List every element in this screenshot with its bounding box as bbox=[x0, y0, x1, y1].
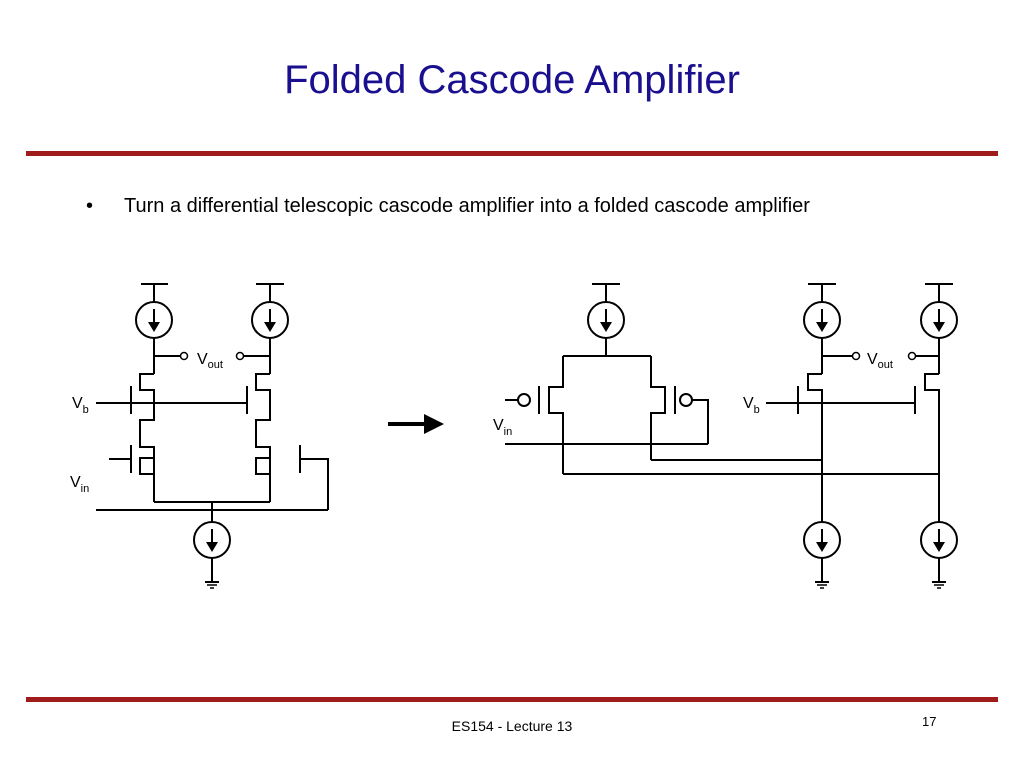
telescopic-cascode-circuit bbox=[96, 283, 329, 582]
bottom-divider bbox=[26, 697, 998, 702]
top-divider bbox=[26, 151, 998, 156]
vb-label-folded: Vb bbox=[743, 395, 760, 416]
vout-node-right bbox=[235, 351, 245, 361]
vin-label: Vin bbox=[70, 474, 89, 495]
vin-label-folded: Vin bbox=[493, 417, 512, 438]
arrow-icon bbox=[388, 414, 444, 434]
vout-label-folded: Vout bbox=[867, 351, 893, 371]
slide-title: Folded Cascode Amplifier bbox=[284, 58, 740, 102]
bullet-dot: • bbox=[86, 195, 94, 217]
vout-label: Vout bbox=[197, 351, 223, 371]
folded-cascode-circuit bbox=[505, 283, 953, 582]
vb-label: Vb bbox=[72, 395, 89, 416]
page-number: 17 bbox=[922, 714, 937, 729]
footer-text: ES154 - Lecture 13 bbox=[451, 718, 573, 734]
bullet-item: • Turn a differential telescopic cascode … bbox=[86, 195, 810, 218]
bullet-text: Turn a differential telescopic cascode a… bbox=[124, 195, 810, 217]
vout-node-left-folded bbox=[851, 351, 861, 361]
vout-node-left bbox=[179, 351, 189, 361]
telescopic-current-sources bbox=[135, 301, 289, 589]
vout-node-right-folded bbox=[907, 351, 917, 361]
